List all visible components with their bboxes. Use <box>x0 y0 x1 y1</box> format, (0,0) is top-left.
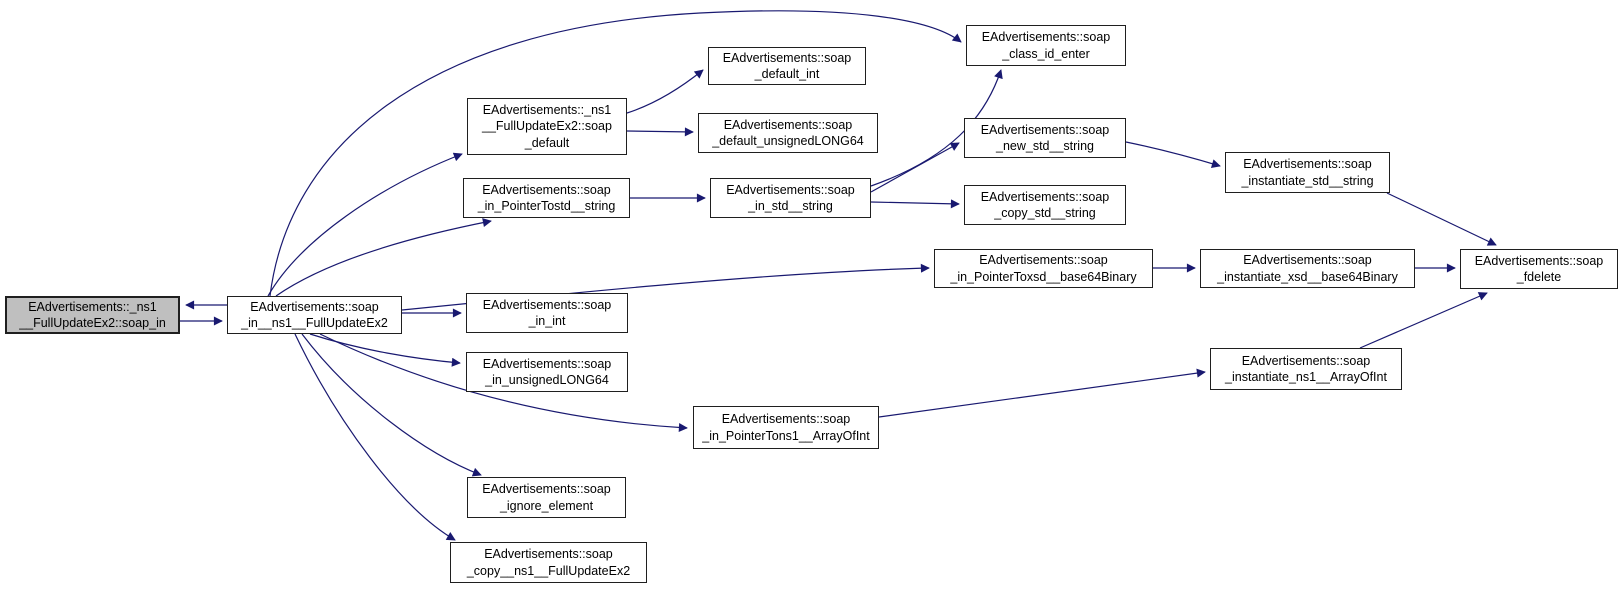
node-label-line: EAdvertisements::soap <box>1243 157 1372 172</box>
node-label-line: EAdvertisements::soap <box>1474 253 1604 268</box>
edge-soap-in-ns1-fullupdateex2-to-soap-in-pointertons1-arrayofint <box>319 333 688 433</box>
node-soap-in-ns1-fullupdateex2[interactable]: EAdvertisements::soap_in__ns1__FullUpdat… <box>227 296 402 334</box>
node-label-line: _copy__ns1__FullUpdateEx2 <box>466 563 631 578</box>
node-label-line: EAdvertisements::soap <box>1243 253 1372 268</box>
node-soap-copy-std-string[interactable]: EAdvertisements::soap_copy_std__string <box>964 185 1126 225</box>
node-label-line: _default <box>524 135 570 150</box>
node-soap-instantiate-ns1-arrayofint[interactable]: EAdvertisements::soap_instantiate_ns1__A… <box>1210 348 1402 390</box>
edge-soap-in-ns1-fullupdateex2-to-soap-in-pointertostd-string <box>275 218 492 297</box>
node-label-line: _in_int <box>528 314 566 328</box>
node-label-line: EAdvertisements::soap <box>484 547 613 562</box>
node-label-line: EAdvertisements::soap <box>980 189 1110 204</box>
node-label-line: __FullUpdateEx2::soap_in <box>19 316 166 330</box>
node-label-line: _copy_std__string <box>994 206 1096 220</box>
node-soap-fdelete[interactable]: EAdvertisements::soap_fdelete <box>1460 249 1618 289</box>
node-label-line: EAdvertisements::soap <box>723 117 853 132</box>
node-label-line: EAdvertisements::soap <box>721 412 851 427</box>
node-label-line: _in_PointerToxsd__base64Binary <box>950 269 1137 284</box>
node-label-line: EAdvertisements::soap <box>482 297 612 312</box>
edge-soap-in-std-string-to-soap-copy-std-string <box>870 199 960 209</box>
node-soap-copy-ns1-fullupdateex2[interactable]: EAdvertisements::soap_copy__ns1__FullUpd… <box>450 542 647 583</box>
edge-soap-new-std-string-to-soap-instantiate-std-string <box>1125 141 1221 168</box>
node-label-line: _in_unsignedLONG64 <box>485 373 609 387</box>
node-label-line: _class_id_enter <box>1002 46 1090 61</box>
node-label-line: EAdvertisements::_ns1 <box>482 103 612 118</box>
node-label-line: EAdvertisements::soap <box>979 253 1108 268</box>
node-label-line: _new_std__string <box>996 139 1094 153</box>
edge-soap-instantiate-ns1-arrayofint-to-soap-fdelete <box>1359 292 1488 349</box>
node-label-line: _default_unsignedLONG64 <box>712 134 864 148</box>
node-label-line: _in__ns1__FullUpdateEx2 <box>241 316 388 330</box>
edge-soap-in-std-string-to-soap-class-id-enter <box>870 69 1003 187</box>
node-label-line: EAdvertisements::soap <box>980 122 1110 137</box>
node-label-line: EAdvertisements::soap <box>482 182 611 197</box>
node-ns1-fullupdateex2-soap-default[interactable]: EAdvertisements::_ns1__FullUpdateEx2::so… <box>467 98 627 155</box>
node-soap-class-id-enter[interactable]: EAdvertisements::soap_class_id_enter <box>966 25 1126 66</box>
edge-ns1-fullupdateex2-soap-default-to-soap-default-int <box>626 69 704 114</box>
node-label-line: _in_PointerTostd__string <box>477 199 616 213</box>
node-label-line: EAdvertisements::soap <box>482 356 612 371</box>
node-label-line: _fdelete <box>1516 270 1562 284</box>
node-label-line: _instantiate_xsd__base64Binary <box>1217 269 1398 284</box>
node-ns1-fullupdateex2-soap-in[interactable]: EAdvertisements::_ns1__FullUpdateEx2::so… <box>5 296 180 334</box>
edge-soap-in-ns1-fullupdateex2-to-soap-class-id-enter <box>269 10 962 297</box>
node-soap-default-unsignedlong64[interactable]: EAdvertisements::soap_default_unsignedLO… <box>698 113 878 153</box>
node-label-line: EAdvertisements::soap <box>726 182 855 197</box>
edge-soap-in-ns1-fullupdateex2-to-ns1-fullupdateex2-soap-default <box>267 152 463 297</box>
edge-soap-in-std-string-to-soap-new-std-string <box>870 142 960 193</box>
node-label-line: EAdvertisements::soap <box>482 482 611 497</box>
node-label-line: EAdvertisements::soap <box>250 299 379 314</box>
edge-soap-in-ns1-fullupdateex2-to-soap-ignore-element <box>301 333 482 477</box>
node-soap-in-int[interactable]: EAdvertisements::soap_in_int <box>466 293 628 333</box>
node-soap-instantiate-xsd-base64binary[interactable]: EAdvertisements::soap_instantiate_xsd__b… <box>1200 249 1415 288</box>
node-soap-in-pointertostd-string[interactable]: EAdvertisements::soap_in_PointerTostd__s… <box>463 178 630 218</box>
node-label-line: _in_std__string <box>748 199 833 213</box>
node-label-line: EAdvertisements::soap <box>1241 353 1371 368</box>
node-label-line: EAdvertisements::_ns1 <box>28 299 157 314</box>
edge-ns1-fullupdateex2-soap-default-to-soap-default-unsignedlong64 <box>626 127 694 137</box>
edge-soap-in-ns1-fullupdateex2-to-soap-in-unsignedlong64 <box>309 333 461 367</box>
node-soap-in-pointertons1-arrayofint[interactable]: EAdvertisements::soap_in_PointerTons1__A… <box>693 406 879 449</box>
node-soap-default-int[interactable]: EAdvertisements::soap_default_int <box>708 47 866 85</box>
node-label-line: _instantiate_std__string <box>1241 173 1374 188</box>
node-soap-instantiate-std-string[interactable]: EAdvertisements::soap_instantiate_std__s… <box>1225 152 1390 193</box>
node-label-line: EAdvertisements::soap <box>722 50 852 65</box>
node-soap-in-std-string[interactable]: EAdvertisements::soap_in_std__string <box>710 178 871 218</box>
edge-soap-in-ns1-fullupdateex2-to-soap-copy-ns1-fullupdateex2 <box>294 333 456 541</box>
node-soap-in-unsignedlong64[interactable]: EAdvertisements::soap_in_unsignedLONG64 <box>466 352 628 392</box>
node-soap-ignore-element[interactable]: EAdvertisements::soap_ignore_element <box>467 477 626 518</box>
node-soap-new-std-string[interactable]: EAdvertisements::soap_new_std__string <box>964 118 1126 158</box>
node-label-line: _in_PointerTons1__ArrayOfInt <box>702 428 870 443</box>
node-label-line: _instantiate_ns1__ArrayOfInt <box>1225 370 1387 384</box>
edge-soap-instantiate-std-string-to-soap-fdelete <box>1386 192 1497 246</box>
node-label-line: _ignore_element <box>499 498 594 513</box>
node-soap-in-pointertoxsd-base64binary[interactable]: EAdvertisements::soap_in_PointerToxsd__b… <box>934 249 1153 288</box>
edge-soap-in-pointertons1-arrayofint-to-soap-instantiate-ns1-arrayofint <box>878 368 1206 418</box>
node-label-line: EAdvertisements::soap <box>981 30 1111 45</box>
node-label-line: __FullUpdateEx2::soap <box>482 119 612 134</box>
node-label-line: _default_int <box>754 67 820 81</box>
